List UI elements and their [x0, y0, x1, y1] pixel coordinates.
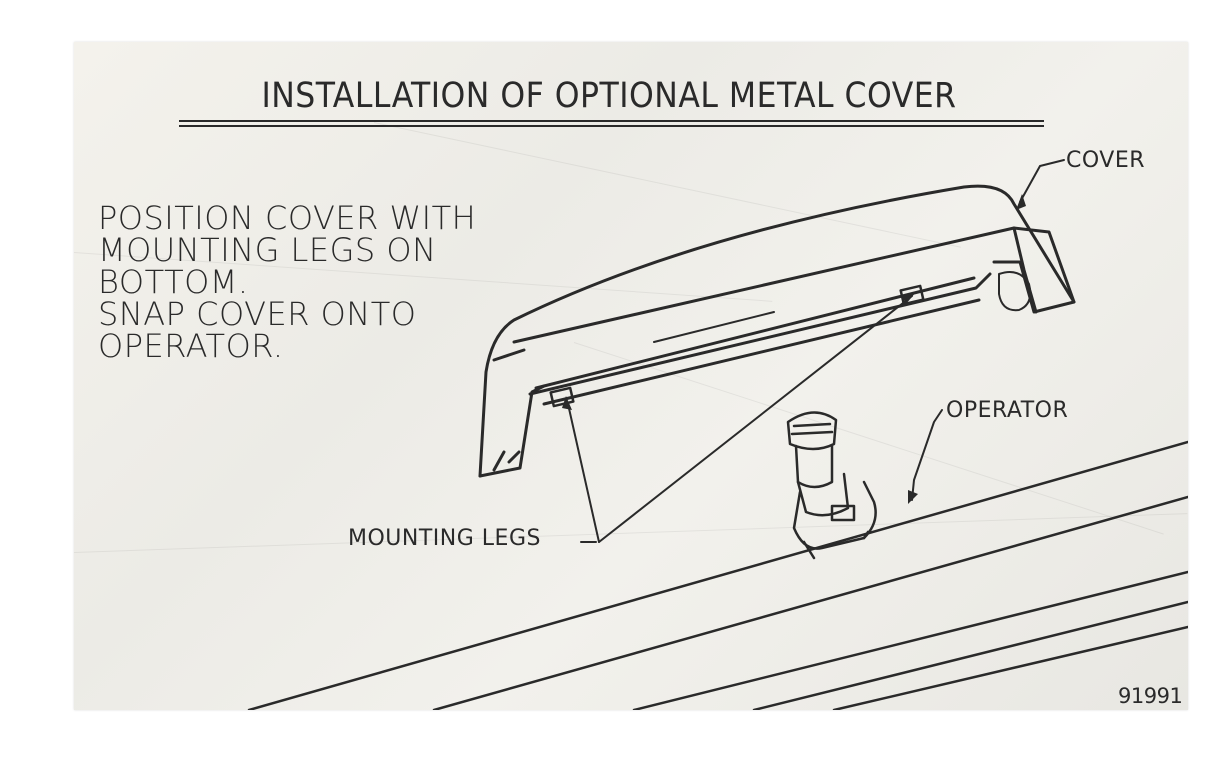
part-number: 91991	[1118, 684, 1183, 708]
cover-installation-diagram	[247, 159, 1188, 710]
instruction-line: BOTTOM.	[98, 263, 249, 301]
leader-lines	[567, 159, 1065, 543]
instruction-line: POSITION COVER WITH	[98, 199, 477, 237]
page-title: INSTALLATION OF OPTIONAL METAL COVER	[261, 76, 957, 116]
metal-cover	[478, 184, 1076, 478]
instruction-line: MOUNTING LEGS ON	[98, 231, 437, 269]
instruction-line: SNAP COVER ONTO	[98, 295, 417, 333]
cover-label: COVER	[1066, 148, 1146, 173]
operator-label: OPERATOR	[946, 398, 1069, 423]
frame-rails	[247, 440, 1188, 710]
title-underline	[179, 120, 1044, 122]
instructions-text: POSITION COVER WITH MOUNTING LEGS ON BOT…	[98, 202, 476, 362]
instruction-sheet: INSTALLATION OF OPTIONAL METAL COVER POS…	[74, 42, 1188, 710]
mounting-legs-label: MOUNTING LEGS	[348, 526, 541, 551]
leader-arrowheads	[562, 194, 1026, 504]
operator	[786, 411, 877, 560]
title-underline-2	[179, 125, 1044, 127]
instruction-line: OPERATOR.	[98, 327, 284, 365]
